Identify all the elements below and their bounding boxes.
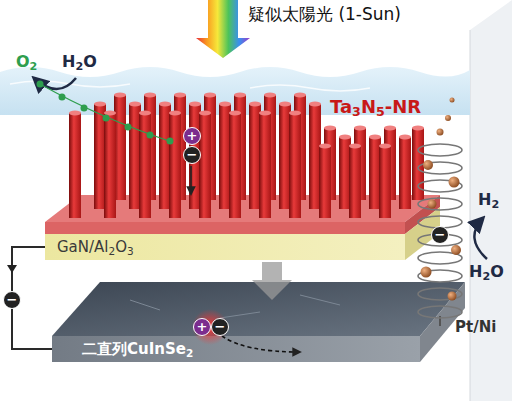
excitation-glow bbox=[192, 309, 228, 345]
pt-ni-coil bbox=[418, 306, 462, 318]
hydrogen-arrow bbox=[474, 218, 487, 259]
hydrogen-arrow bbox=[474, 218, 487, 259]
subscript: 2 bbox=[186, 346, 193, 358]
gan-layer bbox=[45, 234, 405, 260]
nanorods bbox=[289, 111, 301, 219]
light-source-label: 疑似太陽光 (1-Sun) bbox=[248, 4, 401, 24]
nanorods bbox=[69, 93, 424, 219]
hydrogen-bubbles bbox=[449, 177, 460, 188]
electron-drop-arrow bbox=[190, 166, 192, 194]
hydrogen-bubbles bbox=[445, 115, 451, 121]
subscript: 5 bbox=[376, 104, 385, 119]
hole-path bbox=[40, 84, 172, 142]
electron-transfer-arrow bbox=[222, 336, 300, 352]
nanorods bbox=[259, 111, 271, 219]
subscript: 3 bbox=[127, 244, 134, 256]
hole-path bbox=[103, 115, 110, 122]
pt-ni-coil bbox=[418, 288, 462, 300]
reactant-label: H2O bbox=[62, 52, 97, 73]
pt-ni-coil bbox=[418, 144, 462, 326]
nanorods bbox=[349, 144, 361, 219]
hole-path bbox=[59, 94, 66, 101]
sunlight-arrow bbox=[196, 0, 250, 58]
cis-layer bbox=[52, 336, 420, 362]
cis-layer bbox=[130, 295, 340, 318]
red-layer bbox=[45, 222, 405, 234]
hydrogen-bubbles bbox=[451, 245, 461, 255]
hole-path bbox=[37, 81, 174, 145]
nanorods bbox=[104, 111, 116, 219]
nanorods bbox=[399, 135, 411, 210]
nanorods bbox=[169, 111, 181, 219]
sunlight-arrow bbox=[196, 0, 250, 58]
cube-side bbox=[470, 0, 512, 401]
electron-symbol: − bbox=[211, 318, 229, 336]
transmitted-light-arrow bbox=[252, 262, 292, 300]
hydrogen-bubbles bbox=[423, 160, 433, 170]
nanorods bbox=[379, 144, 391, 219]
hole-symbol: + bbox=[183, 127, 201, 145]
hole-path bbox=[167, 138, 174, 145]
cis-layer bbox=[52, 282, 465, 336]
nanorods bbox=[139, 111, 151, 219]
subscript: 2 bbox=[482, 270, 490, 283]
electron-symbol: − bbox=[183, 146, 201, 164]
subscript: 3 bbox=[352, 104, 361, 119]
layer-label: 二直列CuInSe2 bbox=[82, 340, 193, 359]
oxygen-arrow bbox=[34, 78, 76, 89]
hole-path bbox=[147, 132, 154, 139]
gan-substrate-layer: GaN/Al2O3 bbox=[45, 234, 405, 260]
cathode-label: Pt/Ni bbox=[455, 318, 496, 336]
hydrogen-bubbles bbox=[421, 98, 462, 301]
reactant-label: H2O bbox=[469, 262, 504, 283]
nanorods bbox=[199, 111, 211, 219]
electron-symbol: − bbox=[3, 291, 21, 309]
hole-path bbox=[125, 124, 132, 131]
wire-connector bbox=[7, 265, 17, 273]
product-label: H2 bbox=[478, 190, 499, 211]
electron-symbol: − bbox=[431, 226, 449, 244]
hydrogen-bubbles bbox=[421, 267, 432, 278]
cube-side bbox=[470, 0, 512, 401]
subscript: 2 bbox=[109, 244, 116, 256]
nanorods bbox=[319, 144, 331, 219]
electron-transfer-arrow bbox=[222, 336, 300, 352]
hole-path bbox=[37, 81, 44, 88]
pt-ni-coil bbox=[418, 144, 462, 156]
hydrogen-bubbles bbox=[450, 98, 455, 103]
oxygen-arrow bbox=[34, 78, 76, 89]
hole-symbol: + bbox=[193, 318, 211, 336]
hole-path bbox=[81, 105, 88, 112]
electron-drop-arrow bbox=[191, 166, 192, 194]
water bbox=[10, 81, 370, 91]
nanorods bbox=[229, 111, 241, 219]
hydrogen-bubbles bbox=[437, 129, 444, 136]
cis-cell-layer: 二直列CuInSe2 bbox=[52, 336, 420, 362]
transmitted-light-arrow bbox=[252, 262, 292, 300]
subscript: 2 bbox=[75, 60, 83, 73]
layer-label: GaN/Al2O3 bbox=[57, 238, 134, 257]
nanorods bbox=[69, 111, 81, 219]
photoanode-label: Ta3N5-NR bbox=[330, 96, 421, 119]
excitation-glow bbox=[192, 309, 228, 345]
subscript: 2 bbox=[30, 60, 38, 73]
product-label: O2 bbox=[16, 52, 37, 73]
pt-ni-coil bbox=[418, 198, 462, 210]
hydrogen-bubbles bbox=[448, 292, 457, 301]
subscript: 2 bbox=[491, 198, 499, 211]
hydrogen-bubbles bbox=[428, 200, 437, 209]
cis-layer bbox=[52, 282, 465, 362]
